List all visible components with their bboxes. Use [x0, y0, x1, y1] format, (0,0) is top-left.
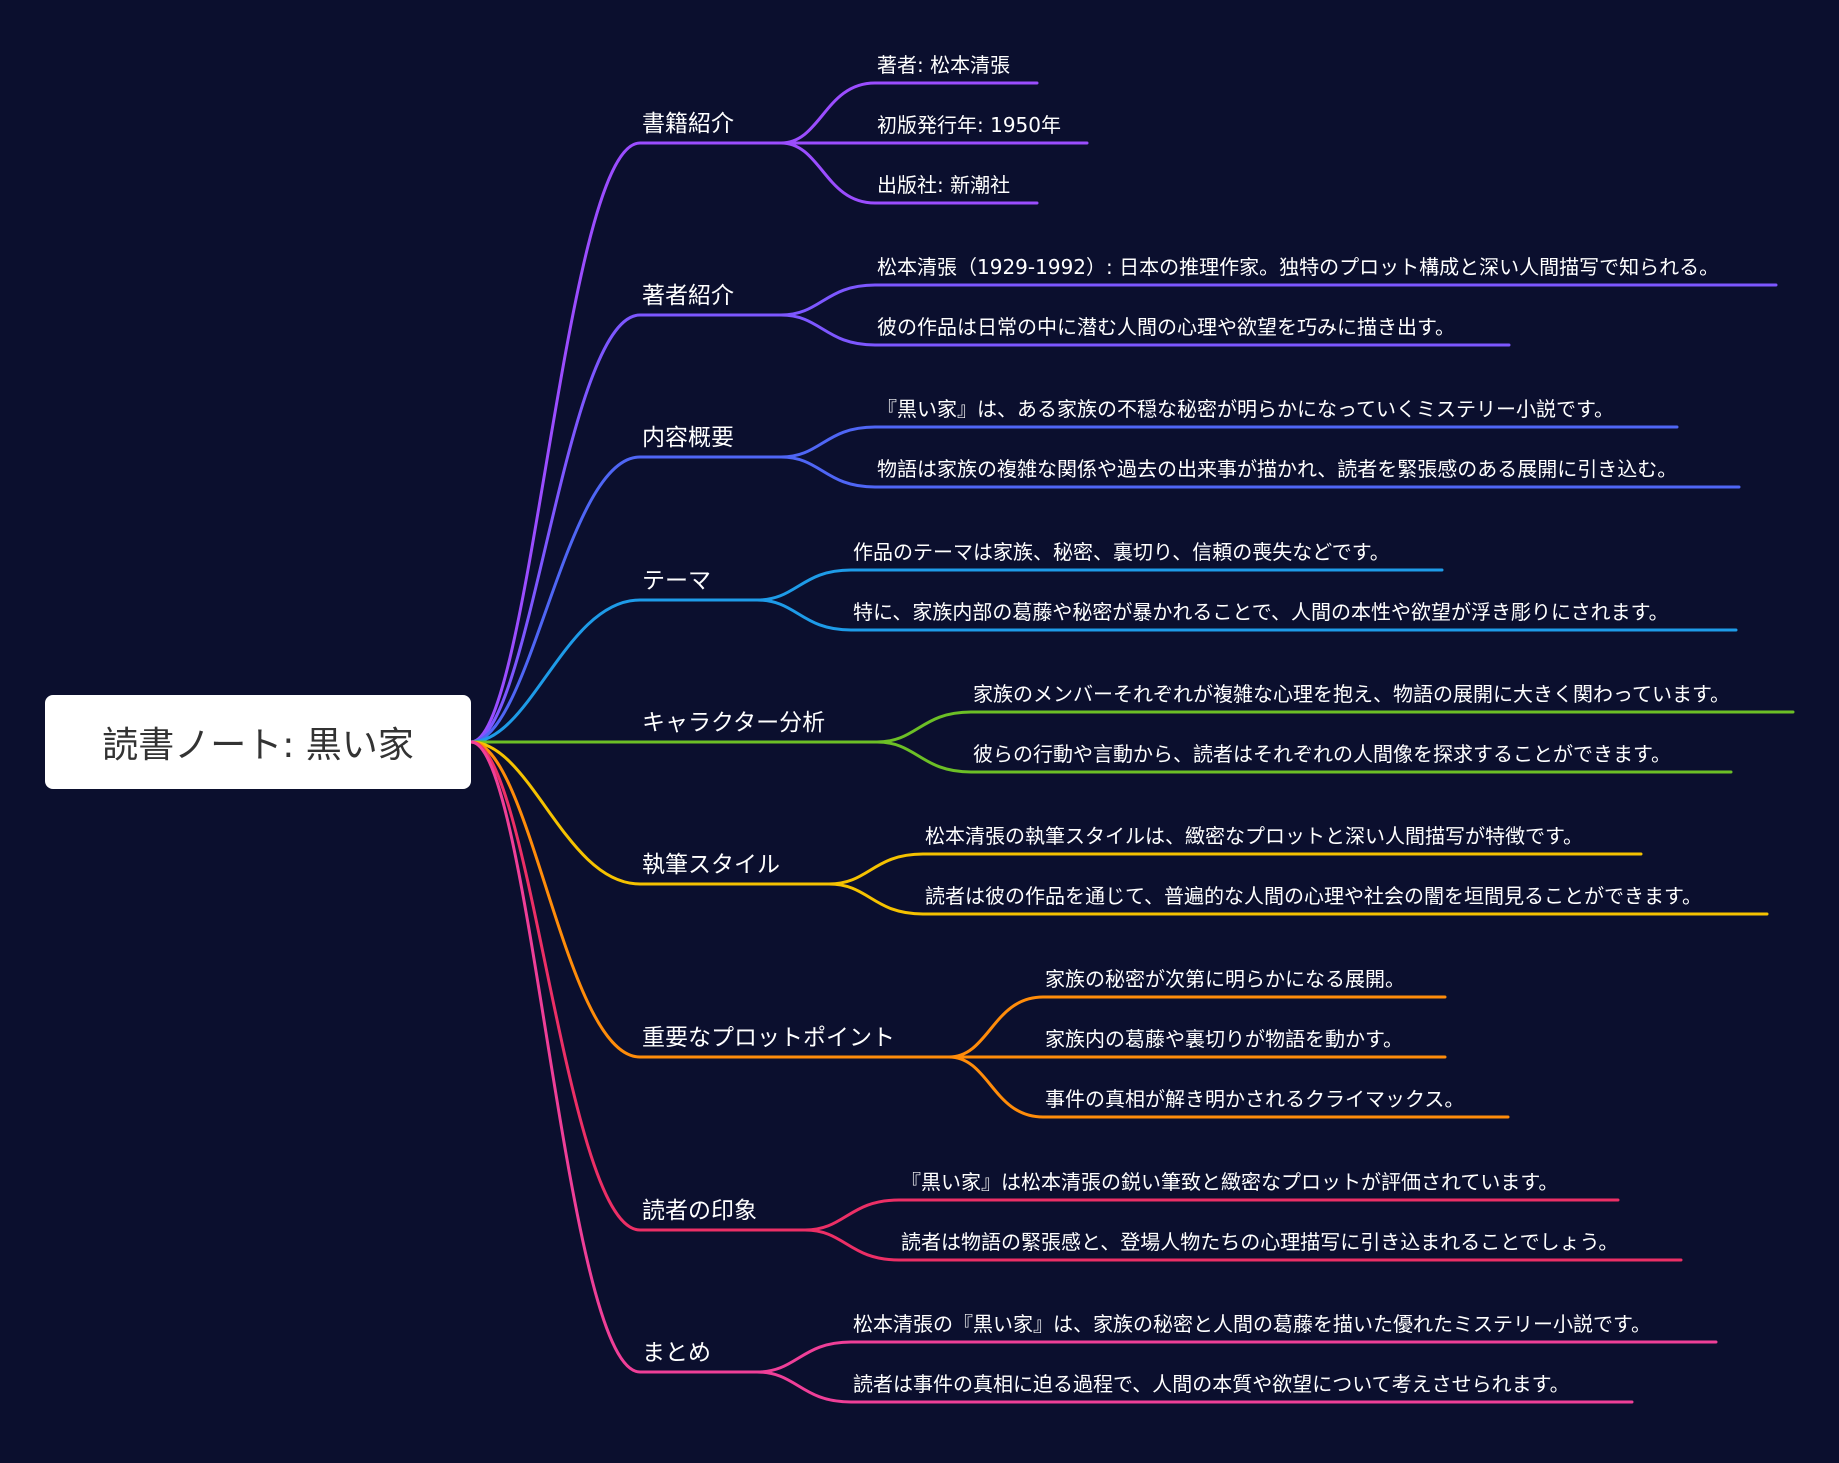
- root-label: 読書ノート: 黒い家: [102, 725, 414, 766]
- leaf-label[interactable]: 家族のメンバーそれぞれが複雑な心理を抱え、物語の展開に大きく関わっています。: [973, 682, 1730, 706]
- leaf-connector: [755, 1370, 1634, 1404]
- leaf-connector: [947, 1055, 1510, 1119]
- branch-connector: [469, 141, 783, 744]
- branch-label[interactable]: テーマ: [642, 568, 711, 594]
- leaf-connector: [779, 313, 1511, 347]
- branch-connector: [469, 455, 783, 744]
- leaf-connector: [755, 1340, 1718, 1374]
- leaf-label[interactable]: 物語は家族の複雑な関係や過去の出来事が描かれ、読者を緊張感のある展開に引き込む。: [877, 457, 1678, 481]
- branch-label[interactable]: キャラクター分析: [642, 710, 826, 736]
- leaf-label[interactable]: 読者は彼の作品を通じて、普遍的な人間の心理や社会の闇を垣間見ることができます。: [925, 884, 1702, 908]
- leaf-connector: [779, 81, 1039, 145]
- branch-connector: [469, 313, 783, 744]
- leaf-label[interactable]: 出版社: 新潮社: [877, 173, 1011, 197]
- leaf-connector: [779, 455, 1741, 489]
- branch-connector: [469, 740, 807, 1232]
- branch-label[interactable]: 読者の印象: [642, 1198, 757, 1224]
- branch-connector: [469, 740, 951, 1059]
- leaf-label[interactable]: 特に、家族内部の葛藤や秘密が暴かれることで、人間の本性や欲望が浮き彫りにされます…: [853, 600, 1669, 624]
- leaf-connector: [779, 283, 1778, 317]
- leaf-label[interactable]: 読者は物語の緊張感と、登場人物たちの心理描写に引き込まれることでしょう。: [901, 1230, 1619, 1254]
- leaf-label[interactable]: 事件の真相が解き明かされるクライマックス。: [1045, 1087, 1465, 1111]
- branch-label[interactable]: 書籍紹介: [642, 111, 734, 137]
- leaf-connector: [827, 852, 1643, 886]
- branch-label[interactable]: まとめ: [642, 1340, 711, 1366]
- root-node[interactable]: 読書ノート: 黒い家: [45, 695, 471, 789]
- leaf-label[interactable]: 家族内の葛藤や裏切りが物語を動かす。: [1045, 1027, 1403, 1051]
- leaf-label[interactable]: 松本清張（1929-1992）: 日本の推理作家。独特のプロット構成と深い人間描…: [877, 255, 1720, 279]
- leaf-label[interactable]: 初版発行年: 1950年: [877, 113, 1061, 137]
- leaf-label[interactable]: 彼らの行動や言動から、読者はそれぞれの人間像を探求することができます。: [973, 742, 1671, 766]
- leaf-label[interactable]: 松本清張の『黒い家』は、家族の秘密と人間の葛藤を描いた優れたミステリー小説です。: [853, 1312, 1651, 1336]
- branch-label[interactable]: 著者紹介: [642, 283, 734, 309]
- leaf-label[interactable]: 読者は事件の真相に迫る過程で、人間の本質や欲望について考えさせられます。: [853, 1372, 1570, 1396]
- leaf-label[interactable]: 彼の作品は日常の中に潜む人間の心理や欲望を巧みに描き出す。: [877, 315, 1455, 339]
- leaf-label[interactable]: 『黒い家』は、ある家族の不穏な秘密が明らかになっていくミステリー小説です。: [877, 397, 1614, 421]
- leaf-connector: [803, 1228, 1683, 1262]
- leaf-connector: [803, 1198, 1620, 1232]
- leaf-label[interactable]: 『黒い家』は松本清張の鋭い筆致と緻密なプロットが評価されています。: [901, 1170, 1559, 1194]
- leaf-connector: [755, 598, 1738, 632]
- leaf-connector: [779, 425, 1679, 459]
- leaf-label[interactable]: 松本清張の執筆スタイルは、緻密なプロットと深い人間描写が特徴です。: [925, 824, 1583, 848]
- leaf-label[interactable]: 家族の秘密が次第に明らかになる展開。: [1045, 967, 1405, 991]
- branch-connector: [469, 598, 759, 744]
- leaf-connector: [827, 882, 1769, 916]
- leaf-connector: [947, 995, 1447, 1059]
- leaf-connector: [779, 141, 1039, 205]
- leaf-label[interactable]: 作品のテーマは家族、秘密、裏切り、信頼の喪失などです。: [853, 540, 1390, 564]
- leaf-connector: [875, 710, 1795, 744]
- leaf-connector: [755, 568, 1444, 602]
- branch-label[interactable]: 内容概要: [642, 425, 734, 451]
- branch-label[interactable]: 執筆スタイル: [642, 852, 780, 878]
- branch-connector: [469, 740, 759, 1374]
- leaf-connector: [875, 740, 1733, 774]
- branch-label[interactable]: 重要なプロットポイント: [642, 1025, 895, 1051]
- branch-connector: [469, 740, 831, 886]
- leaf-label[interactable]: 著者: 松本清張: [877, 53, 1011, 77]
